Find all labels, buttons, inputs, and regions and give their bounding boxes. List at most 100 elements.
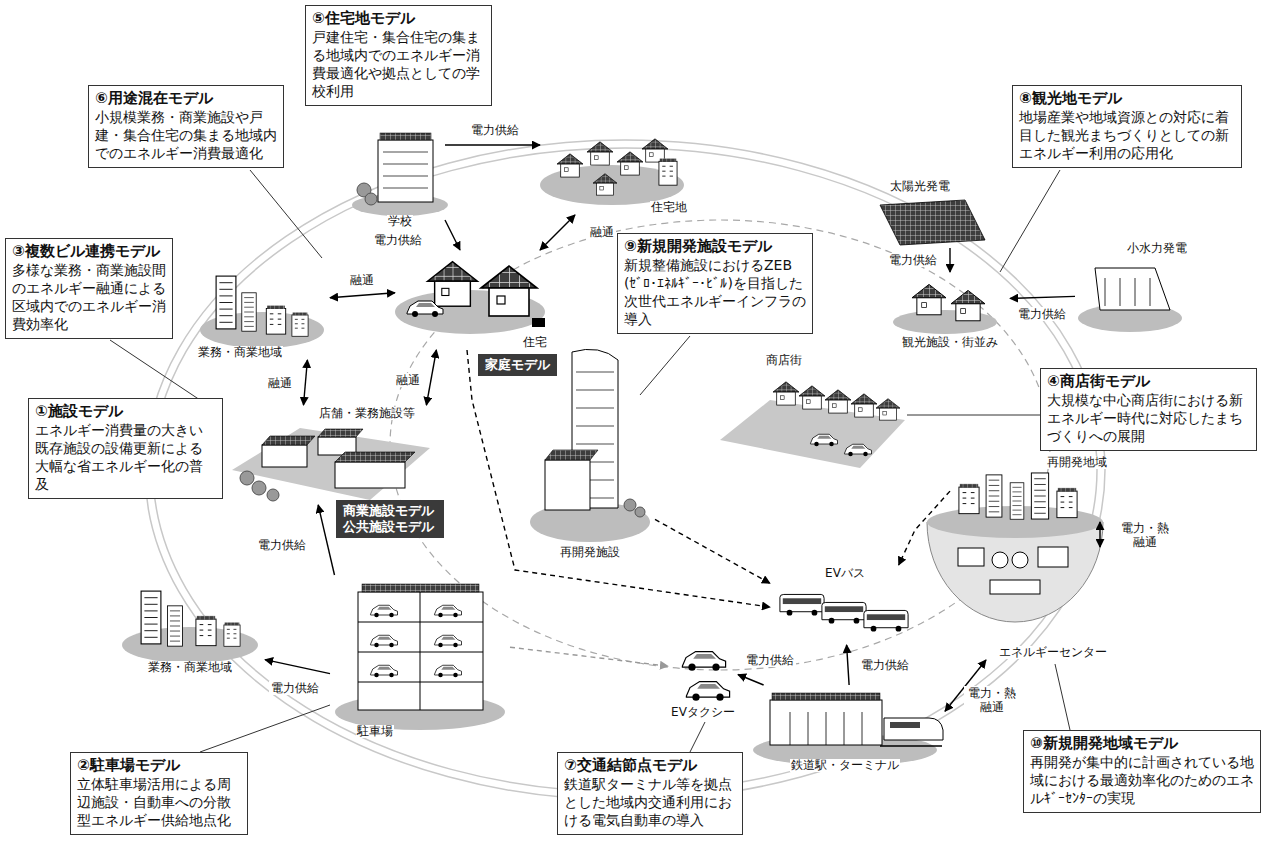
redevelopment-area-illustration [990,580,1040,594]
energy-flow-arrow [949,248,950,272]
school-illustration [383,152,428,188]
hydro-power-illustration [1078,268,1182,332]
energy-flow-arrow [1099,522,1100,547]
tourism-illustration [951,290,985,320]
parking-illustration [435,605,462,617]
leader-lines [110,170,1070,752]
redevelopment-area-illustration [1038,547,1068,567]
redevelopment-area-illustration [1031,473,1048,519]
site-area: 駐車場 [330,575,510,740]
redevelopment-facility-illustration [624,499,636,511]
business-area-illustration [242,293,256,331]
business-area-illustration [224,622,240,646]
school-illustration [380,133,431,140]
leader-lines [1055,664,1070,730]
site-area: 店舗・業務施設等 [225,405,430,505]
residential-area-illustration [557,154,583,177]
house-illustration [395,262,545,334]
redevelopment-area-illustration [1057,488,1077,518]
callout-box: ⑨新規開発施設モデル新規整備施設におけるZEB(ｾﾞﾛ･ｴﾈﾙｷﾞｰ･ﾋﾞﾙ)を… [617,233,813,334]
model-tag: 家庭モデル [478,354,557,376]
residential-area-illustration [540,139,684,205]
site-label: 住宅地 [650,201,688,214]
shopping-street-illustration [876,399,900,420]
site-area: 商店街 [715,352,905,470]
parking-illustration [362,584,479,592]
callout-body: 小規模業務・商業施設や戸建・集合住宅の集まる地域内でのエネルギー消費最適化 [95,108,277,162]
residential-area-illustration [587,142,613,165]
energy-flow-arrow [330,293,395,298]
energy-flow-arrow [426,350,436,405]
ring-outline [145,140,1105,800]
callout-body: 新規整備施設におけるZEB(ｾﾞﾛ･ｴﾈﾙｷﾞｰ･ﾋﾞﾙ)を目指した次世代エネル… [624,256,806,328]
site-label: 業務・商業地域 [197,346,283,359]
callout-body: 戸建住宅・集合住宅の集まる地域内でのエネルギー消費最適化や拠点としての学校利用 [312,28,485,100]
ring-outline [145,140,1105,800]
solar-power-illustration [880,200,985,245]
energy-flow-arrow [318,505,334,575]
shops-illustration [262,445,307,467]
shopping-street-illustration [811,434,838,446]
station-illustration [753,693,943,766]
business-area-illustration [196,616,216,646]
site-label: EVタクシー [670,706,736,719]
site-area: 小水力発電 [1075,240,1190,335]
shopping-street-illustration [825,390,851,413]
edge-label: 電力・熱 融通 [1117,521,1174,549]
tag-text: 家庭モデル [485,357,550,373]
site-label: 小水力発電 [1126,242,1188,255]
ring-outline [153,148,1097,792]
site-area: 再開発施設 [525,340,655,560]
callout-body: 地場産業や地域資源との対応に着目した観光まちづくりとしての新エネルギー利用の応用… [1019,108,1235,162]
callout-box: ③複数ビル連携モデル多様な業務・商業施設間のエネルギー融通による区域内でのエネル… [5,238,173,339]
ev-bus-illustration [864,610,908,631]
edge-label: 電力供給 [859,658,911,672]
site-label: 再開発施設 [559,546,621,559]
site-area: EVバス [770,565,920,645]
parking-illustration [435,635,462,647]
edge-label: 電力供給 [372,233,424,247]
callout-heading: ⑤住宅地モデル [312,9,485,28]
redevelopment-area-illustration [1012,552,1028,568]
callout-body: 大規模な中心商店街における新エネルギー時代に対応したまちづくりへの展開 [1047,391,1250,445]
house-illustration [407,301,443,317]
station-illustration [772,693,880,700]
redevelopment-facility-illustration [545,460,590,510]
site-label: 観光施設・街並み [901,336,999,349]
parking-illustration [358,592,483,710]
callout-body: エネルギー消費量の大きい既存施設の設備更新による大幅な省エネルギー化の普及 [35,421,216,493]
shopping-street-illustration [720,382,905,468]
callout-body: 多様な業務・商業施設間のエネルギー融通による区域内でのエネルギー消費効率化 [12,261,166,333]
callout-body: 再開発が集中的に計画されている地域における最適効率化のためのエネルｷﾞｰｾﾝﾀｰ… [1030,753,1254,807]
shops-illustration [318,429,363,437]
energy-flow-arrow [445,220,460,250]
shopping-street-illustration [799,386,825,409]
redevelopment-facility-illustration [545,450,598,460]
ev-taxi-illustration [686,682,729,701]
site-label: エネルギーセンター [998,646,1108,659]
site-label: 業務・商業地域 [147,661,233,674]
business-area-illustration [141,591,161,644]
callout-heading: ②駐車場モデル [77,756,241,775]
energy-flow-arrow [540,215,575,250]
site-area: 業務・商業地域 [115,580,265,675]
callout-heading: ⑥用途混在モデル [95,89,277,108]
parking-illustration [371,635,398,647]
callout-heading: ④商店街モデル [1047,372,1250,391]
callout-heading: ⑦交通結節点モデル [564,756,736,775]
site-area: 住宅 [395,250,550,350]
shops-illustration [252,481,266,495]
house-illustration [532,318,545,327]
parking-illustration [435,665,462,677]
leader-lines [250,170,322,258]
ev-taxi-illustration [682,652,729,701]
parking-illustration [371,605,398,617]
edge-label: 電力供給 [256,538,308,552]
site-area: EVタクシー [668,640,738,720]
redevelopment-area-illustration [927,473,1103,622]
shops-illustration [262,436,315,445]
shopping-street-illustration [845,444,872,456]
shops-illustration [267,489,279,501]
site-area: 観光施設・街並み [890,272,1010,350]
business-area-illustration [122,591,258,663]
